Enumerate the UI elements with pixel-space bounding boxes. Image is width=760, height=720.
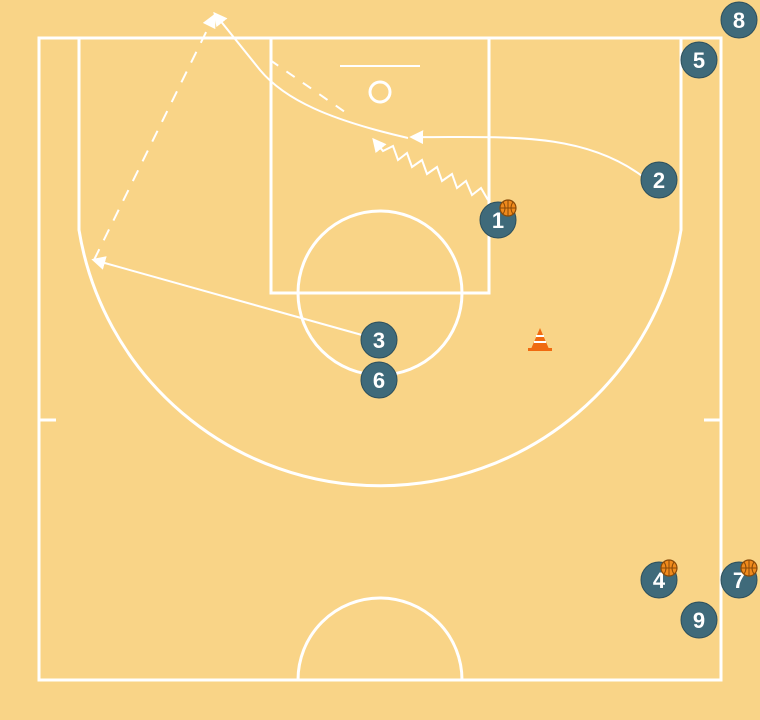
player-4: 4 [640,559,678,599]
movement-paths [91,11,643,336]
paint-area [269,36,491,295]
player-label: 5 [693,48,705,73]
dribble-path-1 [372,137,489,201]
players: 1 2 3 4 5 6 7 8 9 [360,1,758,639]
player-label: 4 [653,568,666,593]
court-lines [37,36,723,682]
player-marker [680,601,718,639]
player-label: 3 [373,328,385,353]
basketball-icon [740,559,758,577]
player-label: 8 [733,8,745,33]
player-marker [720,1,758,39]
player-label: 6 [373,368,385,393]
player-6: 6 [360,361,398,399]
cut-path-2 [409,130,643,177]
player-marker [360,361,398,399]
player-8: 8 [720,1,758,39]
basketball-icon [499,199,517,217]
player-marker [680,41,718,79]
player-2: 2 [640,161,678,199]
rim [368,80,392,104]
player-label: 7 [733,568,745,593]
three-point-line [77,38,683,488]
player-label: 9 [693,608,705,633]
center-circle [296,596,464,681]
player-5: 5 [680,41,718,79]
pass-path-corner [93,13,216,261]
player-1: 1 [479,199,517,239]
player-label: 2 [653,168,665,193]
player-7: 7 [720,559,758,599]
cut-path-3 [91,256,363,336]
player-9: 9 [680,601,718,639]
cone-icon [528,328,552,351]
player-marker [640,161,678,199]
player-3: 3 [360,321,398,359]
curl-path [213,11,409,139]
pass-path-lane [269,59,346,113]
player-label: 1 [492,208,504,233]
player-marker [360,321,398,359]
basketball-icon [660,559,678,577]
